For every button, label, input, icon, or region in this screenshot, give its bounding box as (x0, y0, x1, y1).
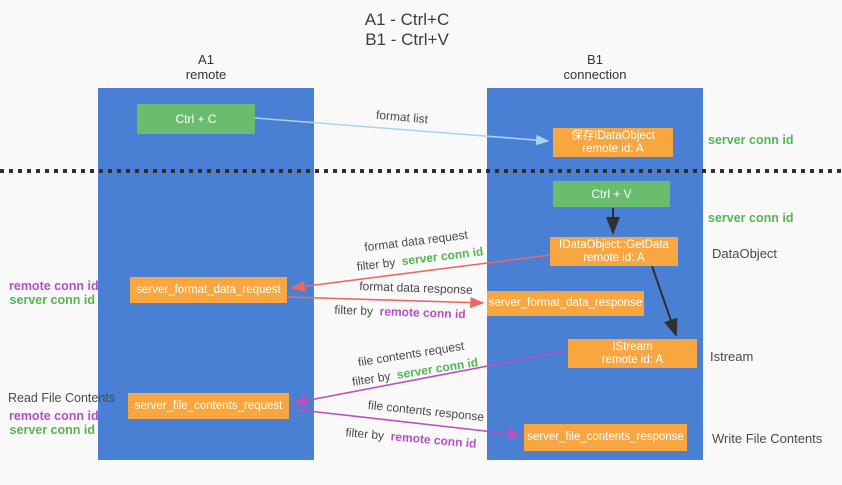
node-server-file-contents-request-label: server_file_contents_request (134, 399, 283, 412)
node-idataobject-getdata-line1: IDataObject::GetData (559, 238, 669, 251)
node-istream-line2: remote id: A (601, 353, 664, 366)
node-istream: IStream remote id: A (568, 339, 697, 368)
node-server-file-contents-response-label: server_file_contents_response (527, 431, 684, 443)
dotted-separator-line (0, 169, 842, 173)
label-format-data-response: format data response (359, 279, 473, 297)
label-write-file-contents: Write File Contents (712, 431, 823, 446)
label-format-list: format list (375, 107, 429, 127)
lane-a1-name: A1 (198, 52, 214, 67)
filter-remote-conn-id-1: remote conn id (379, 304, 466, 322)
label-dataobject: DataObject (712, 246, 778, 261)
label-istream: Istream (710, 349, 754, 364)
node-server-format-data-request: server_format_data_request (130, 277, 287, 303)
node-save-idataobject-line2: remote id: A (582, 142, 644, 155)
lane-header-b1: B1 connection (525, 52, 665, 82)
node-server-format-data-response: server_format_data_response (487, 291, 644, 316)
label-filter-remote-conn-id-1: filter by remote conn id (334, 303, 466, 322)
node-idataobject-getdata: IDataObject::GetData remote id: A (550, 237, 678, 266)
node-save-idataobject: 保存IDataObject remote id: A (553, 128, 673, 157)
label-file-contents-response: file contents response (367, 397, 485, 425)
label-read-file-contents: Read File Contents (8, 391, 116, 405)
filter-by-prefix-1: filter by (355, 254, 400, 274)
title-line-1: A1 - Ctrl+C (364, 10, 450, 29)
lane-header-a1: A1 remote (136, 52, 276, 82)
node-server-format-data-request-label: server_format_data_request (136, 283, 281, 296)
title-line-2: B1 - Ctrl+V (365, 30, 449, 49)
node-ctrl-v-label: Ctrl + V (591, 187, 632, 201)
left-conn-id-group-format: remote conn id server conn id (9, 279, 99, 307)
label-remote-conn-id-left-2: remote conn id (9, 409, 99, 423)
node-server-format-data-response-label: server_format_data_response (488, 297, 643, 309)
lane-b1-name: B1 (587, 52, 603, 67)
filter-by-prefix-3: filter by (350, 368, 395, 389)
label-filter-remote-conn-id-2: filter by remote conn id (345, 425, 477, 450)
filter-by-prefix-2: filter by (334, 302, 377, 319)
lane-b1-subtitle: connection (563, 67, 627, 82)
node-ctrl-v: Ctrl + V (553, 181, 670, 207)
filter-remote-conn-id-2: remote conn id (390, 429, 478, 451)
label-server-conn-id-mid: server conn id (708, 211, 794, 225)
node-server-file-contents-request: server_file_contents_request (128, 393, 289, 419)
node-istream-line1: IStream (612, 340, 653, 353)
label-server-conn-id-top: server conn id (708, 133, 794, 147)
node-save-idataobject-line1: 保存IDataObject (571, 129, 655, 142)
left-conn-id-group-file: remote conn id server conn id (9, 409, 99, 437)
node-server-file-contents-response: server_file_contents_response (524, 424, 687, 451)
label-remote-conn-id-left-1: remote conn id (9, 279, 99, 293)
arrow-format-data-response (287, 296, 485, 309)
label-server-conn-id-left-1: server conn id (9, 293, 95, 307)
filter-by-prefix-4: filter by (344, 425, 389, 443)
diagram-title: A1 - Ctrl+C B1 - Ctrl+V (257, 10, 557, 50)
lane-a1-subtitle: remote (185, 67, 227, 82)
node-ctrl-c-label: Ctrl + C (175, 112, 217, 126)
node-ctrl-c: Ctrl + C (137, 104, 255, 134)
node-idataobject-getdata-line2: remote id: A (583, 251, 645, 264)
label-server-conn-id-left-2: server conn id (9, 423, 95, 437)
